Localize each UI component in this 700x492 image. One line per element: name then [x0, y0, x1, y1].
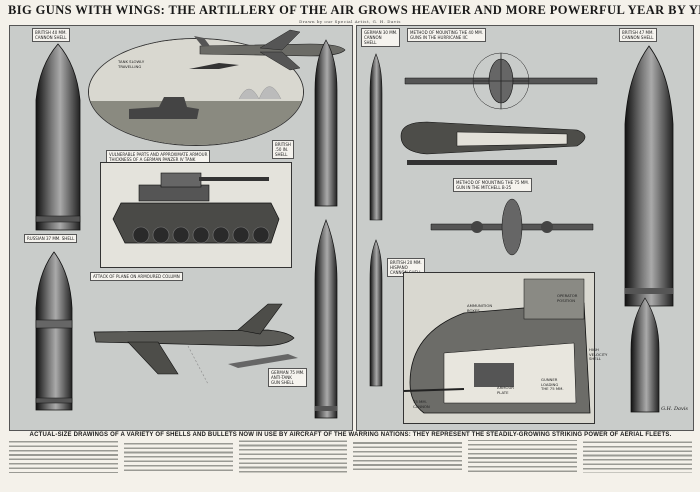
- shell-20mm-illustration: [369, 239, 383, 387]
- right-panel: GERMAN 30 MM. CANNON SHELL METHOD OF MOU…: [356, 25, 694, 431]
- annotation-75mm-cannon: 75 MM. CANNON: [413, 399, 430, 409]
- headline: BIG GUNS WITH WINGS: THE ARTILLERY OF TH…: [8, 3, 700, 17]
- gun-pod-illustration: [400, 121, 586, 165]
- caption-line: ACTUAL-SIZE DRAWINGS OF A VARIETY OF SHE…: [29, 432, 672, 438]
- fighter-plane-illustration: [194, 29, 346, 71]
- byline: Drawn by our Special Artist, G. H. Davis: [299, 19, 401, 24]
- label-british-40mm: BRITISH 40 MM. CANNON SHELL: [32, 28, 70, 42]
- cutaway-nose-diagram: [403, 272, 595, 424]
- label-german-75mm: GERMAN 75 MM. ANTI-TANK GUN SHELL: [268, 368, 308, 387]
- annotation-high-velocity: HIGH VELOCITY SHELL: [589, 347, 608, 362]
- mitchell-bomber-illustration: [430, 198, 594, 256]
- shell-column-left-panel: [314, 39, 338, 419]
- shell-47mm-illustration: [624, 45, 674, 307]
- annotation-operator: OPERATOR POSITION: [557, 293, 578, 303]
- tank-armour-diagram: [100, 162, 292, 268]
- artist-signature: G.H. Davis: [661, 406, 688, 412]
- annotation-tank-travelling: TANK SLOWLY TRAVELLING: [118, 59, 145, 69]
- left-panel: BRITISH 40 MM. CANNON SHELL RUSSIAN 37 M…: [9, 25, 353, 431]
- body-text-columns: [9, 440, 692, 488]
- label-attack-column: ATTACK OF PLANE ON ARMOURED COLUMN: [90, 272, 183, 281]
- label-british-50in: BRITISH .50 IN. SHELL: [272, 140, 294, 159]
- shell-40mm-illustration: [35, 43, 81, 231]
- attack-aircraft-illustration: [93, 303, 298, 385]
- hurricane-plane-illustration: [404, 52, 598, 110]
- annotation-ammunition-boxes: AMMUNITION BOXES: [467, 303, 493, 313]
- annotation-gunner: GUNNER LOADING THE 75 MM.: [541, 377, 564, 392]
- shell-30mm-illustration: [369, 53, 383, 221]
- label-german-30mm: GERMAN 30 MM. CANNON SHELL: [361, 28, 401, 47]
- shell-37mm-illustration: [35, 251, 73, 411]
- label-mitchell-mounting: METHOD OF MOUNTING THE 75 MM. GUN IN THE…: [453, 178, 532, 192]
- shell-high-velocity-illustration: [630, 297, 660, 413]
- label-russian-37mm: RUSSIAN 37 MM. SHELL: [24, 234, 78, 243]
- label-hurricane-mounting: METHOD OF MOUNTING THE 40 MM. GUNS IN TH…: [407, 28, 486, 42]
- label-british-47mm: BRITISH 47 MM. CANNON SHELL: [619, 28, 657, 42]
- annotation-armour: ARMOUR PLATE: [497, 385, 514, 395]
